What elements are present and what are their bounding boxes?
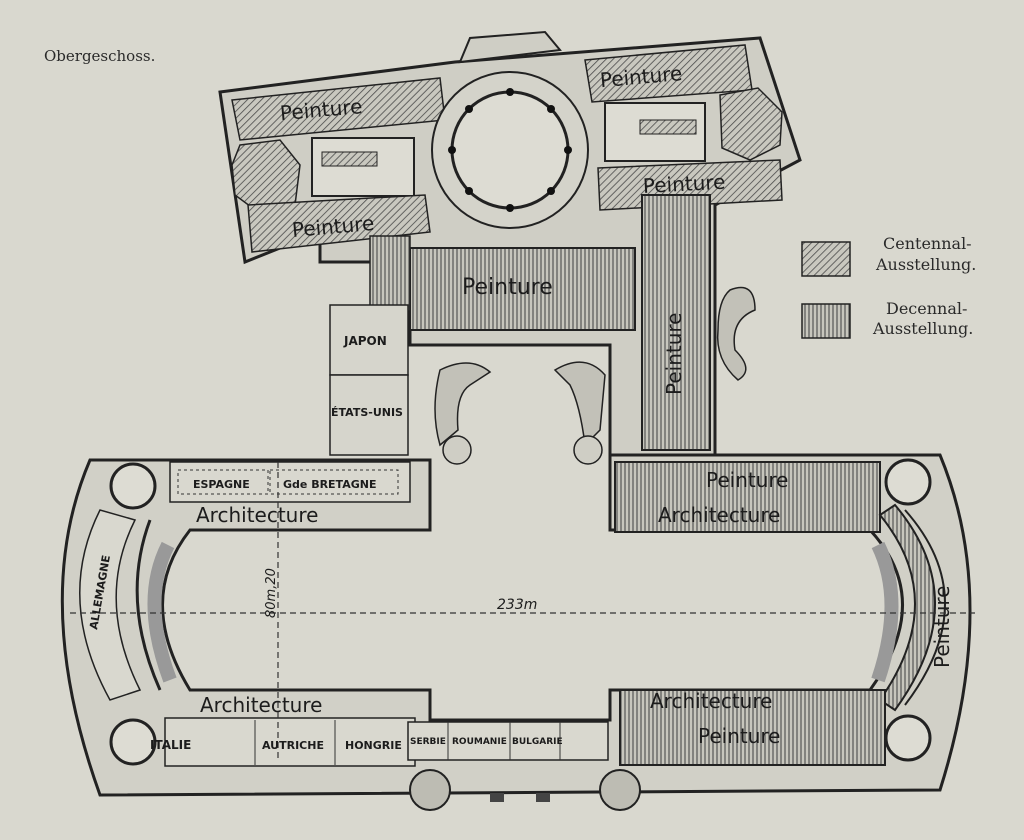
label-japon: JAPON	[343, 334, 387, 348]
stairwell-left	[311, 137, 415, 197]
legend: Centennal- Ausstellung. Decennal- Ausste…	[801, 234, 976, 339]
portico-se	[599, 769, 641, 811]
label-length: 233m	[497, 597, 537, 613]
room-labels: Peinture Peinture Peinture Peinture Pein…	[87, 61, 954, 752]
lower-ring	[60, 453, 972, 811]
label-roumanie: ROUMANIE	[452, 737, 507, 747]
label-etats-unis: ÉTATS-UNIS	[331, 406, 403, 419]
label-architecture-top-right: Architecture	[658, 503, 780, 527]
label-autriche: AUTRICHE	[262, 739, 324, 752]
room-peinture-right-curve	[878, 503, 936, 712]
label-architecture-bottom-left: Architecture	[200, 693, 322, 717]
room-gde-bretagne	[269, 469, 399, 495]
courtyard-pavilions	[434, 286, 756, 465]
label-hongrie: HONGRIE	[345, 739, 402, 752]
room-espagne	[177, 469, 269, 495]
legend-swatch-centennal	[801, 241, 851, 277]
room-peinture-bottom-right	[619, 689, 886, 766]
label-peinture-right-wing: Peinture	[706, 468, 789, 492]
octagon-right	[719, 87, 783, 161]
legend-label-centennal-2: Ausstellung.	[875, 255, 976, 274]
room-peinture-mid-left	[247, 194, 431, 253]
room-peinture-right-wing	[614, 461, 881, 533]
label-peinture-right-curve: Peinture	[930, 586, 954, 669]
label-peinture-center: Peinture	[462, 275, 553, 300]
label-architecture-bottom-right: Architecture	[650, 689, 772, 713]
label-bulgarie: BULGARIE	[512, 737, 563, 747]
label-peinture-mid-right: Peinture	[642, 170, 726, 198]
top-block	[218, 30, 802, 457]
legend-label-decennal-2: Ausstellung.	[872, 319, 973, 338]
portico-sw	[409, 769, 451, 811]
label-serbie: SERBIE	[410, 737, 446, 747]
corner-rotunda-nw	[109, 462, 157, 510]
corner-rotunda-ne	[884, 458, 932, 506]
label-width: 80m,20	[264, 568, 279, 618]
legend-label-decennal-1: Decennal-	[886, 299, 967, 318]
room-peinture-vertical	[641, 194, 711, 451]
label-italie: ITALIE	[150, 738, 191, 752]
room-japon	[329, 304, 409, 376]
legend-label-centennal-1: Centennal-	[883, 234, 972, 253]
room-allemagne	[79, 509, 142, 701]
label-architecture-top-left: Architecture	[196, 503, 318, 527]
room-etats-unis	[329, 374, 409, 456]
corner-rotunda-se	[884, 714, 932, 762]
plan-heading: Obergeschoss.	[44, 47, 155, 65]
corner-rotunda-sw	[109, 718, 157, 766]
top-portico	[458, 30, 562, 64]
label-peinture-bottom-right: Peinture	[698, 724, 781, 748]
label-espagne: ESPAGNE	[193, 478, 250, 491]
label-peinture-vertical: Peinture	[662, 313, 686, 396]
label-gde-bretagne: Gde BRETAGNE	[283, 478, 376, 491]
legend-swatch-decennal	[801, 303, 851, 339]
